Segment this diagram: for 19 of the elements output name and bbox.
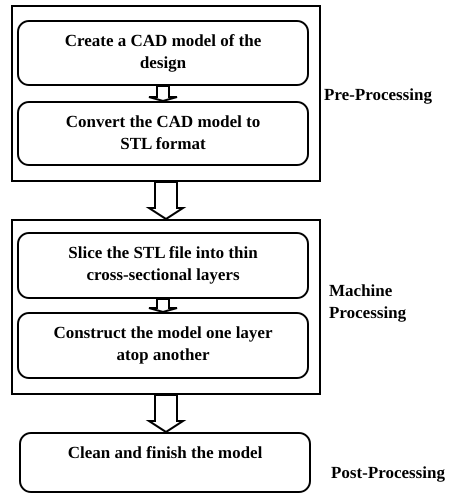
process-box [17, 312, 309, 379]
process-box [17, 232, 309, 299]
step-text: Construct the model one layer atop another [52, 322, 274, 366]
stage-label: Machine Processing [329, 280, 408, 324]
process-box [17, 101, 309, 166]
block-arrow [146, 394, 186, 434]
block-arrow [148, 85, 178, 102]
step-text: Convert the CAD model to STL format [64, 111, 262, 155]
step-text: Clean and finish the model [68, 442, 262, 464]
stage-group-box [11, 5, 321, 182]
process-box [17, 20, 309, 86]
process-box [19, 432, 311, 493]
stage-label: Post-Processing [331, 462, 446, 484]
block-arrow [146, 181, 186, 220]
stage-label: Pre-Processing [324, 84, 433, 106]
step-text: Create a CAD model of the design [64, 30, 262, 74]
stage-group-box [11, 219, 321, 395]
block-arrow [148, 298, 178, 314]
step-text: Slice the STL file into thin cross-sectional layers [67, 242, 259, 286]
